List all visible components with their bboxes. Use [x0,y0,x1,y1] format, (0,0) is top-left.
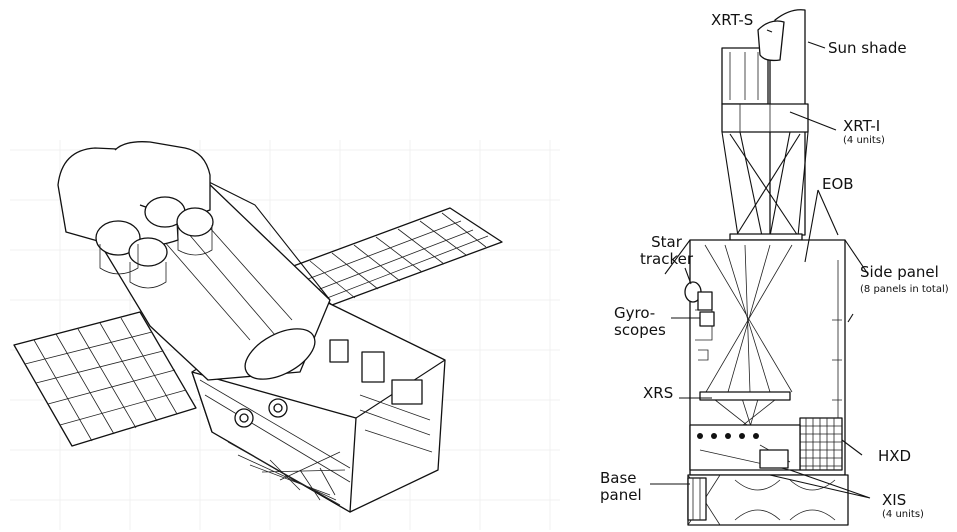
label-xrt-i-text: XRT-I [843,117,881,135]
x-ray-telescope-cylinders [57,141,214,289]
label-star-tracker-line1: Star [651,233,682,251]
label-sun-shade: Sun shade [828,39,907,57]
label-gyroscopes-line2: scopes [614,321,666,339]
label-xrt-i-note: (4 units) [843,135,885,146]
star-tracker-and-gyroscopes [684,281,715,327]
extensible-optical-bench [721,131,809,241]
solar-panel-left [13,311,197,447]
label-base-panel-line1: Base [600,469,637,487]
label-xis-text: XIS [882,491,907,509]
label-xrs: XRS [643,384,674,402]
label-side-panel-note: (8 panels in total) [860,284,949,295]
xis-detector-units [689,424,801,471]
label-gyroscopes: Gyro- scopes [614,305,666,339]
label-xis-note: (4 units) [882,509,924,520]
label-star-tracker-line2: tracker [640,250,694,268]
label-xis: XIS (4 units) [882,492,924,521]
xrt-i-unit [721,103,809,133]
label-eob: EOB [822,175,854,193]
label-side-panel: Side panel (8 panels in total) [860,264,949,296]
hxd-detector [799,417,843,471]
label-base-panel: Base panel [600,470,642,504]
label-hxd: HXD [878,447,912,465]
label-xrt-s: XRT-S [711,11,754,29]
label-side-panel-text: Side panel [860,263,939,281]
solar-panel-right [287,207,503,306]
spacecraft-isometric-illustration [10,140,560,530]
label-base-panel-line2: panel [600,486,642,504]
label-star-tracker: Star tracker [640,234,693,268]
label-gyroscopes-line1: Gyro- [614,304,656,322]
label-xrt-i: XRT-I (4 units) [843,118,885,147]
base-panel-structure [687,474,849,526]
callout-leader-lines [650,29,871,499]
